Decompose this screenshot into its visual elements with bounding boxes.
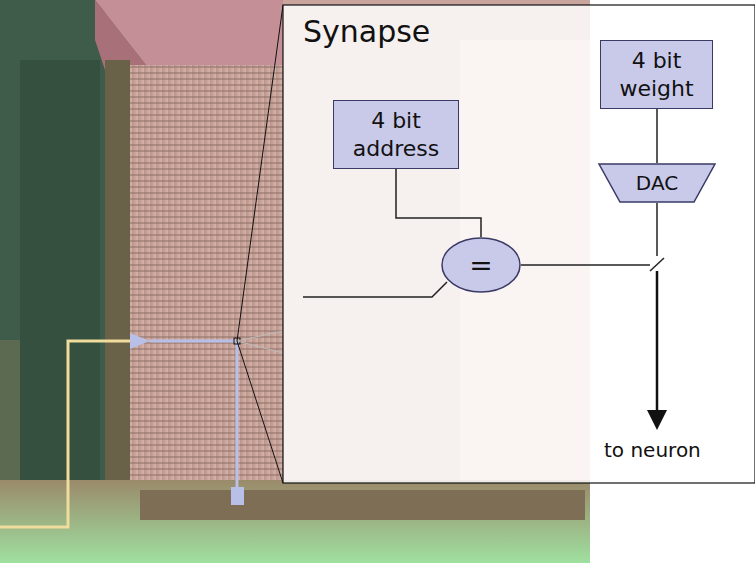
weight-box: 4 bit weight <box>600 40 713 109</box>
address-box: 4 bit address <box>333 100 459 169</box>
node-text: 4 bit address <box>340 107 452 162</box>
dac-trapezoid: DAC <box>598 163 716 203</box>
signal-label: to neuron <box>604 438 701 462</box>
signal-wire <box>396 169 481 237</box>
callout-title: Synapse <box>303 14 430 49</box>
node-text: = <box>469 249 492 282</box>
signal-wire <box>656 109 658 163</box>
shape-fill <box>599 164 715 202</box>
comparator-circle: = <box>441 237 521 293</box>
shape-fill <box>442 238 520 292</box>
node-text: 4 bit weight <box>607 47 706 102</box>
node-text: DAC <box>636 171 678 195</box>
